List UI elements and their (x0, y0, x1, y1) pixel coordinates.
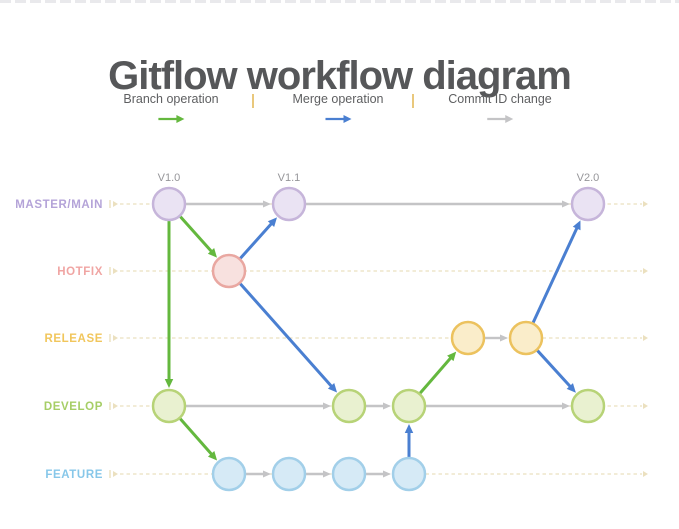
lane-release: RELEASE (44, 333, 648, 345)
page-title: Gitflow workflow diagram (108, 53, 572, 98)
commit-node-f1 (211, 456, 247, 492)
version-label: V2.0 (577, 172, 600, 184)
legend-separator (412, 94, 414, 108)
legend-item-branch-operation: Branch operation (123, 92, 219, 125)
lane-label-develop: DEVELOP (44, 401, 103, 413)
edge-commit (186, 402, 331, 410)
edge-merge (536, 349, 576, 393)
commit-node-r1 (450, 320, 486, 356)
edge-commit (485, 334, 508, 342)
merge-arrow-icon (325, 115, 351, 123)
lane-hotfix: HOTFIX (57, 266, 648, 278)
edge-commit (366, 470, 391, 478)
edge-commit (366, 402, 391, 410)
commit-arrow-icon (486, 115, 513, 123)
lane-label-release: RELEASE (44, 333, 103, 345)
version-label: V1.1 (278, 172, 301, 184)
edge-commit (426, 402, 570, 410)
legend-arrow-shape (325, 115, 351, 123)
edge-merge (239, 217, 277, 260)
legend-separator (252, 94, 254, 108)
edge-commit (246, 470, 271, 478)
edge-merge (239, 282, 338, 393)
commit-node-h1 (211, 253, 247, 289)
edge-branch (164, 221, 174, 388)
commit-node-d3 (391, 388, 427, 424)
edge-branch (419, 351, 457, 395)
commit-node-d4 (570, 388, 606, 424)
commit-node-d1 (151, 388, 187, 424)
edge-branch (179, 417, 218, 461)
legend-item-commit-id-change: Commit ID change (448, 92, 552, 125)
commit-node-d2 (331, 388, 367, 424)
commit-node-m3 (570, 186, 606, 222)
commit-node-r2 (508, 320, 544, 356)
lane-label-hotfix: HOTFIX (57, 266, 103, 278)
commit-node-f4 (391, 456, 427, 492)
edge-merge (531, 220, 581, 324)
legend-item-merge-operation: Merge operation (292, 92, 384, 125)
commit-node-m1 (151, 186, 187, 222)
lane-label-master: MASTER/MAIN (15, 199, 103, 211)
legend-arrow-shape (486, 115, 513, 123)
edge-merge (404, 424, 414, 457)
commit-node-f3 (331, 456, 367, 492)
top-dashed-border (0, 0, 679, 3)
commit-node-m2 (271, 186, 307, 222)
edge-commit (186, 200, 271, 208)
version-label: V1.0 (158, 172, 181, 184)
legend-arrow-shape (157, 115, 184, 123)
branch-arrow-icon (157, 115, 184, 123)
edge-commit (306, 470, 331, 478)
legend-label-merge-operation: Merge operation (292, 92, 384, 106)
edge-branch (179, 215, 217, 258)
edge-commit (306, 200, 570, 208)
legend-label-branch-operation: Branch operation (123, 92, 219, 106)
commit-node-f2 (271, 456, 307, 492)
legend-label-commit-id-change: Commit ID change (448, 92, 552, 106)
lane-label-feature: FEATURE (45, 469, 103, 481)
